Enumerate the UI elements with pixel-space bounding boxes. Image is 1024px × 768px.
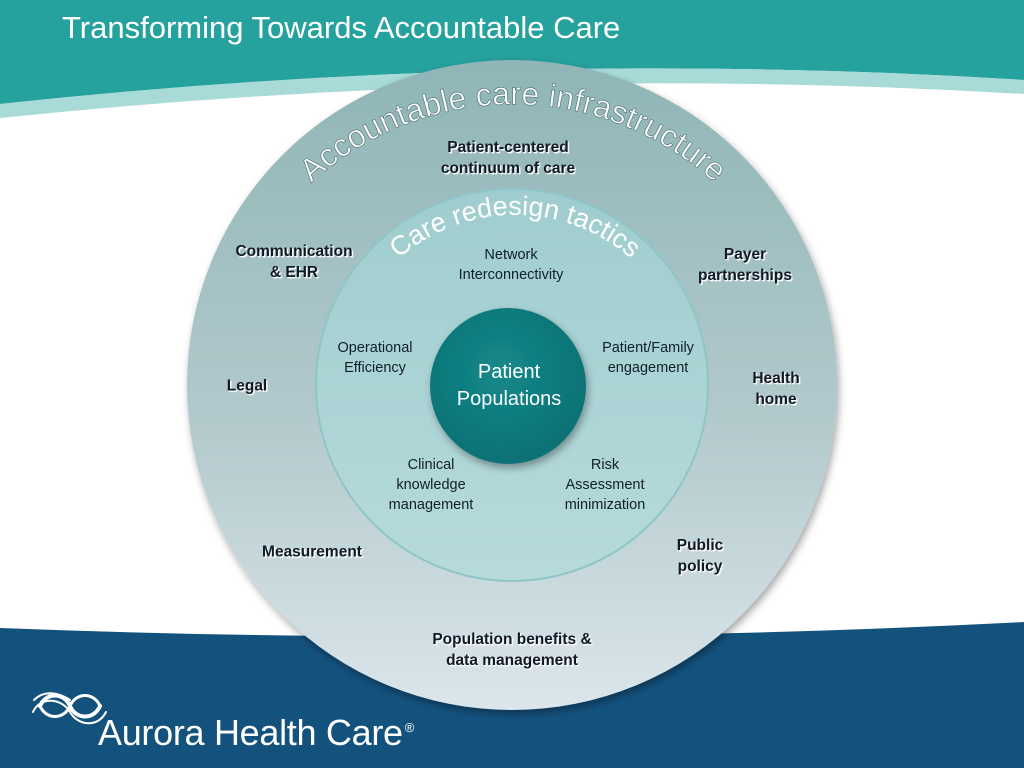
outer-item-health-home: Health home (752, 370, 800, 408)
outer-item-public-policy: Public policy (676, 537, 724, 575)
outer-item-legal: Legal (226, 377, 268, 395)
outer-item-patient-centered-continuum: Patient-centered continuum of care (440, 139, 576, 177)
slide-title: Transforming Towards Accountable Care (62, 10, 621, 45)
registered-mark: ® (404, 720, 415, 735)
brand-name: Aurora Health Care (98, 712, 403, 753)
inner-item-network-interconnectivity: Network Interconnectivity (458, 247, 564, 283)
inner-item-operational-efficiency: Operational Efficiency (337, 340, 413, 376)
outer-item-payer-partnerships: Payer partnerships (698, 246, 792, 284)
brand-logo: Aurora Health Care® (98, 712, 414, 754)
inner-item-clinical-knowledge: Clinical knowledge management (388, 457, 474, 513)
inner-item-risk-assessment: Risk Assessment minimization (564, 457, 646, 513)
outer-item-population-benefits: Population benefits & data management (432, 631, 592, 669)
outer-item-measurement: Measurement (262, 543, 362, 561)
inner-item-patient-family-engagement: Patient/Family engagement (602, 340, 694, 376)
core-circle (430, 308, 586, 464)
aurora-logo-icon (32, 692, 107, 725)
header-band (0, 0, 1024, 104)
header-swoosh (0, 68, 1024, 118)
core-label: Patient Populations (456, 361, 562, 410)
outer-item-communication-ehr: Communication & EHR (235, 243, 353, 281)
